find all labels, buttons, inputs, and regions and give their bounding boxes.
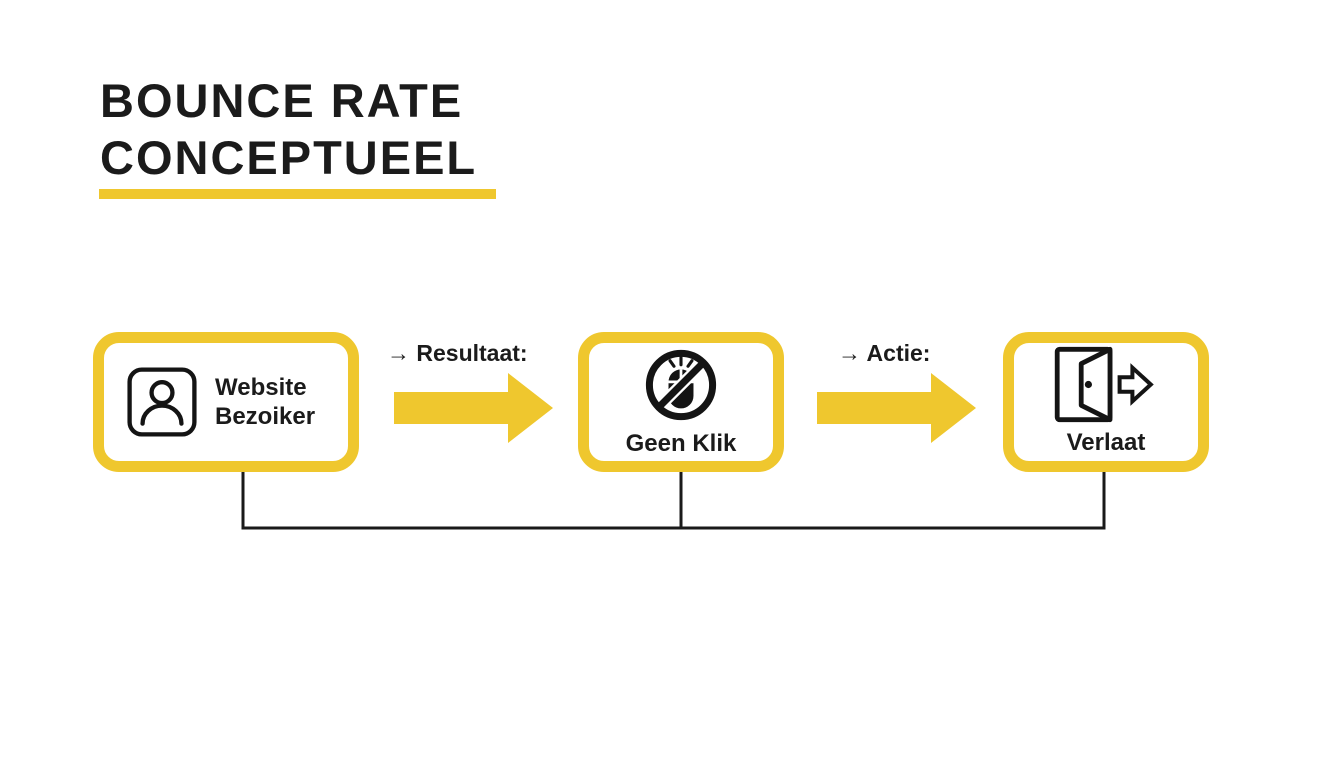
arrow-right-actie <box>817 373 976 443</box>
flow-step-no-click: Geen Klik <box>578 332 784 472</box>
user-icon <box>126 366 198 438</box>
arrow-label-resultaat: → Resultaat: <box>387 340 528 366</box>
flow-step-website-visitor: Website Bezoiker <box>93 332 359 472</box>
flow-step-leave: Verlaat <box>1003 332 1209 472</box>
no-click-mouse-icon <box>642 346 720 424</box>
step-label-website-visitor: Website Bezoiker <box>215 373 316 430</box>
page-title-line1: BOUNCE RATE <box>100 74 464 127</box>
arrow-right-resultaat <box>394 373 553 443</box>
page-title: BOUNCE RATE CONCEPTUEEL <box>100 72 477 186</box>
page-title-line2: CONCEPTUEEL <box>100 131 478 184</box>
step-label-leave: Verlaat <box>1066 429 1146 457</box>
step-label-no-click: Geen Klik <box>625 429 737 457</box>
exit-door-icon <box>1054 346 1158 423</box>
title-underline <box>99 189 496 199</box>
arrow-label-actie: → Actie: <box>838 340 931 366</box>
